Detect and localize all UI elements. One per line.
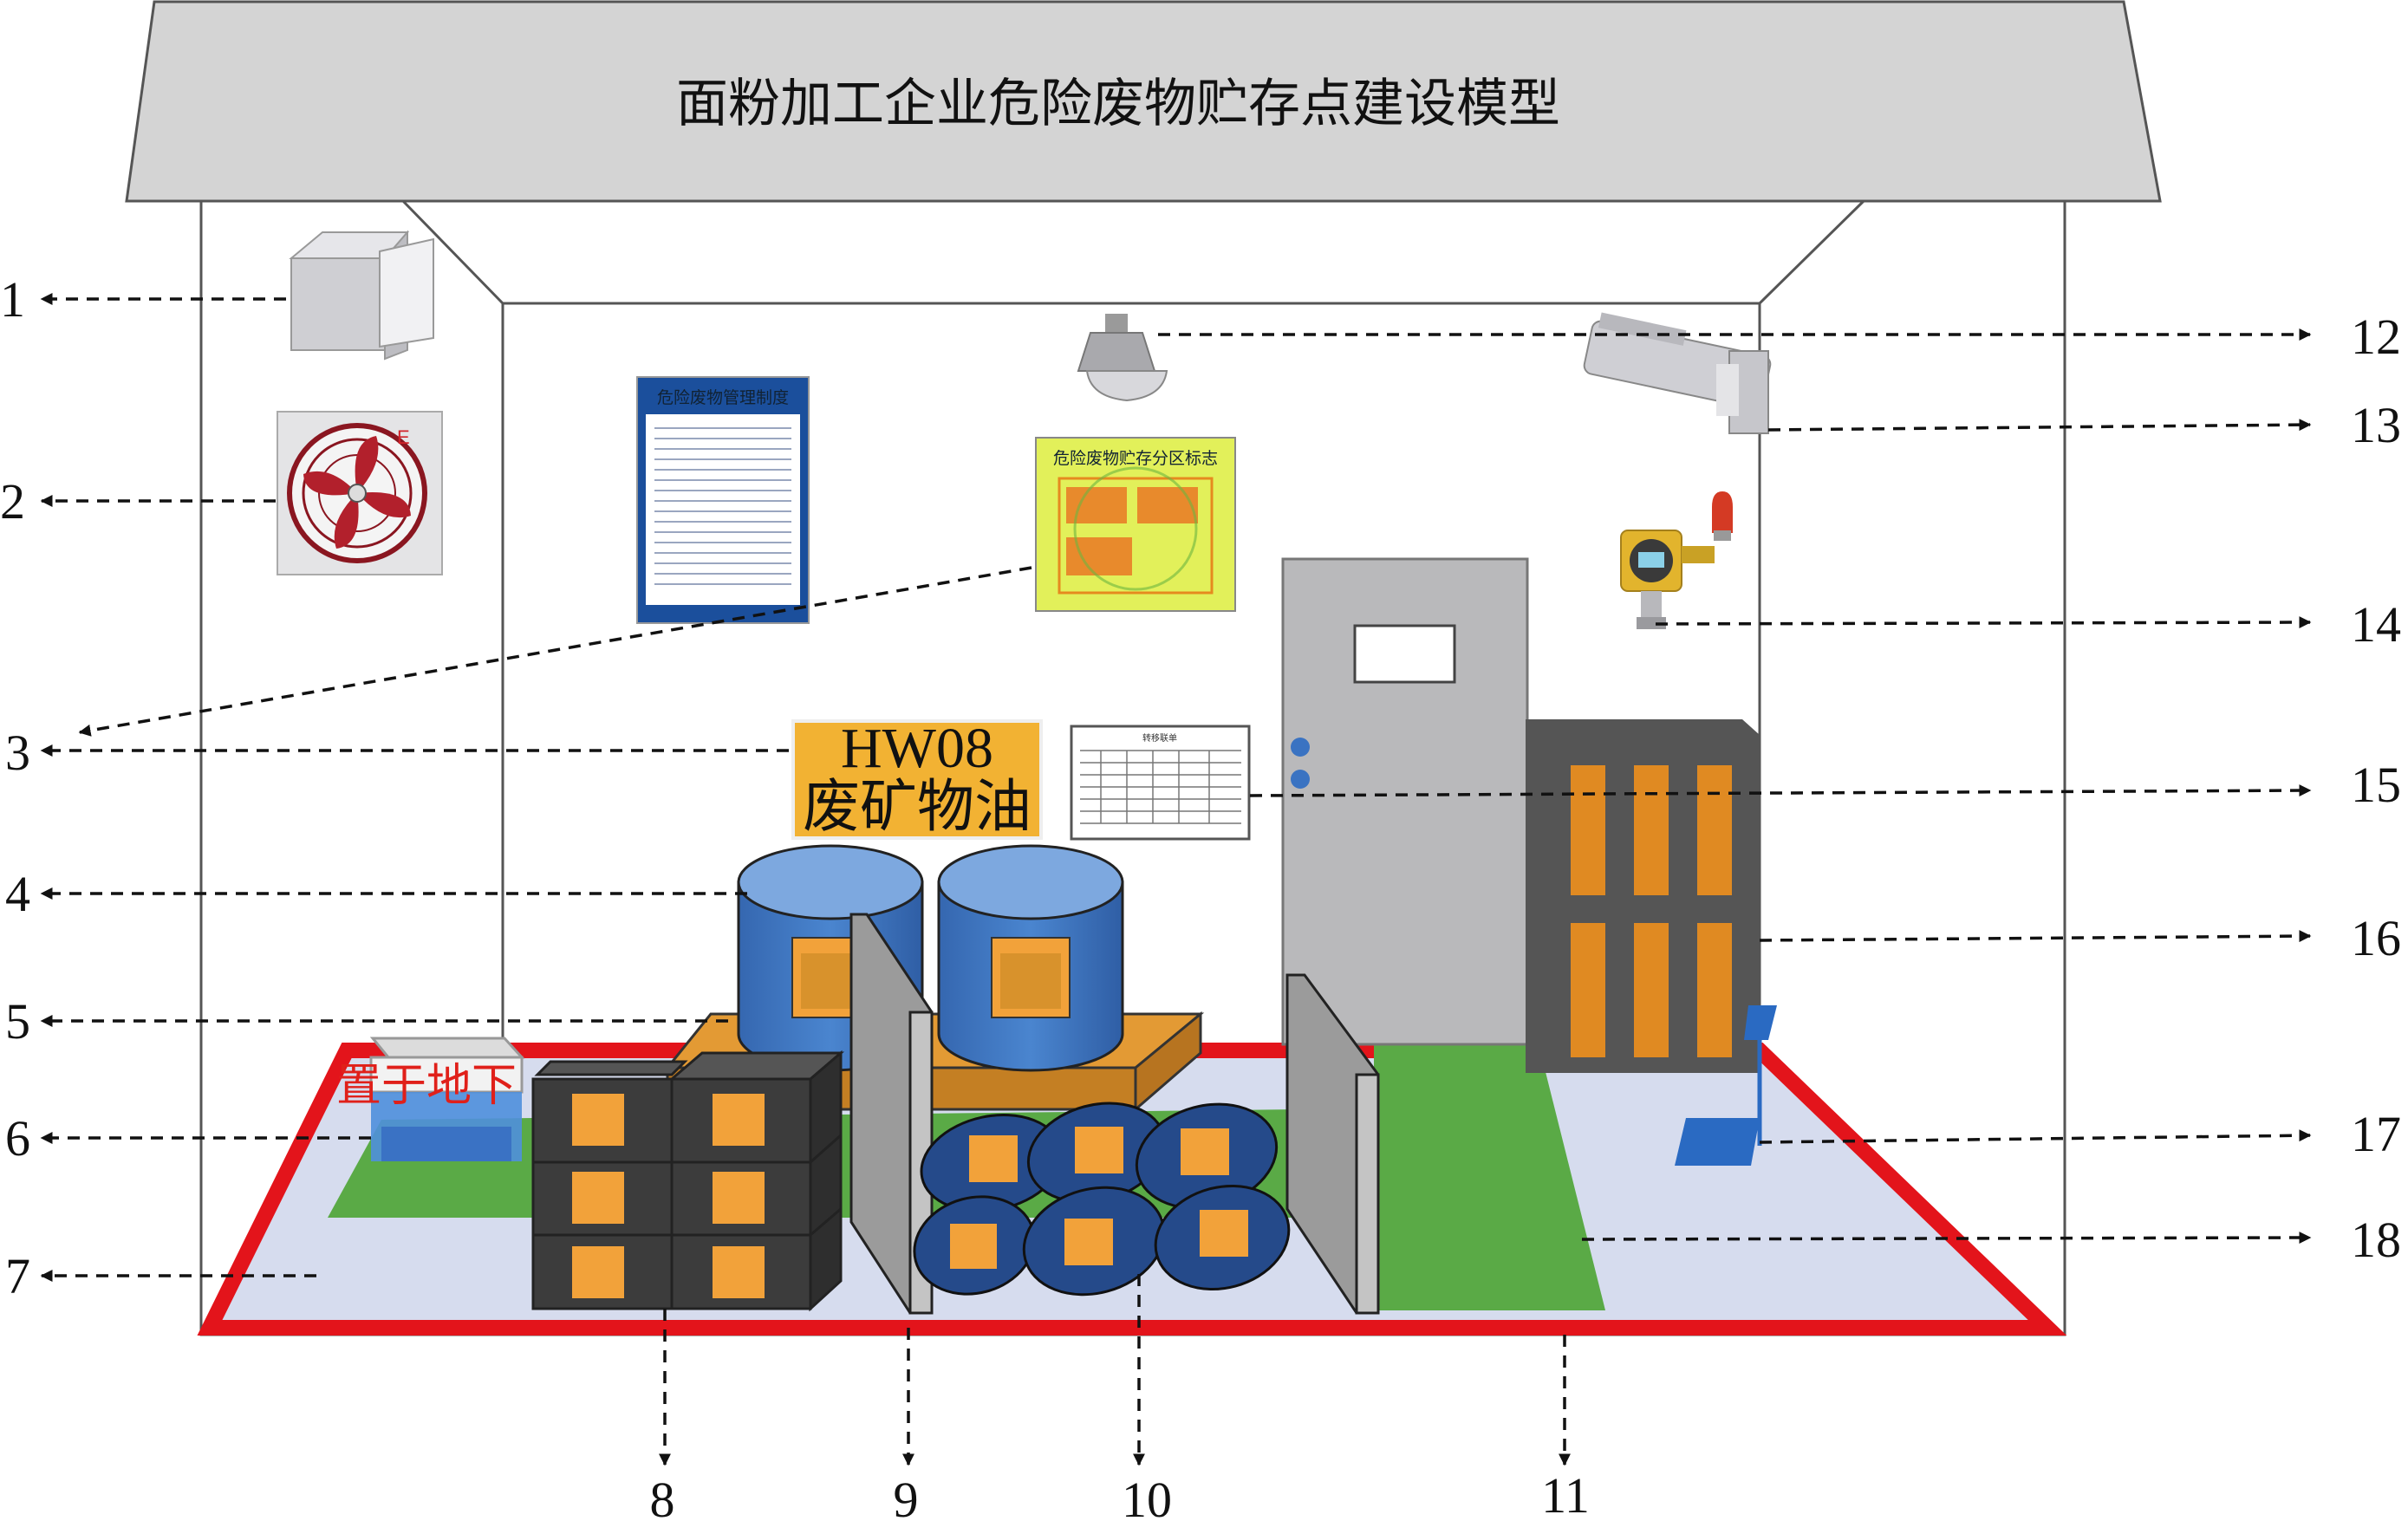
svg-text:E: E (397, 426, 410, 448)
leader-lines (40, 293, 2312, 1466)
storage-cabinet (1526, 719, 1760, 1073)
callout-4: 4 (5, 866, 30, 922)
callout-11: 11 (1541, 1467, 1590, 1521)
callout-16: 16 (2351, 910, 2401, 966)
surveillance-camera-icon (1583, 312, 1772, 434)
callout-14: 14 (2351, 596, 2401, 653)
partition-wall-right (1285, 973, 1380, 1315)
waste-box (531, 1160, 674, 1237)
underground-tank: 置于地下 (336, 1037, 525, 1161)
ceiling-edge-left (401, 199, 1865, 305)
diagram-title: 面粉加工企业危险废物贮存点建设模型 (676, 74, 1560, 134)
signage-stand-icon (1675, 1005, 1777, 1166)
waste-bag (920, 1113, 1064, 1213)
waste-bag (913, 1195, 1036, 1296)
green-zone-right (1374, 1044, 1605, 1310)
storage-door (1281, 557, 1529, 1046)
explosion-proof-lamp-icon (1077, 314, 1168, 402)
callout-numbers: 1 2 3 4 5 6 7 8 9 10 11 12 13 14 15 16 1… (0, 271, 2401, 1521)
ledger-board: 转移联单 (1070, 725, 1251, 841)
gas-detector-alarm-icon (1620, 491, 1733, 629)
callout-9: 9 (894, 1472, 919, 1521)
hw08-code: HW08 (841, 717, 993, 780)
callout-1: 1 (0, 271, 25, 328)
zoning-poster-title: 危险废物贮存分区标志 (1053, 449, 1218, 468)
waste-box (531, 1233, 674, 1310)
waste-box (670, 1132, 843, 1238)
callout-2: 2 (0, 473, 25, 530)
management-poster: 危险废物管理制度 (636, 376, 810, 624)
callout-3: 3 (5, 725, 30, 781)
ledger-board-title: 转移联单 (1142, 732, 1177, 744)
waste-bag (1026, 1102, 1167, 1204)
callout-7: 7 (5, 1248, 30, 1304)
waste-box-stack (531, 1050, 845, 1312)
hw08-name: 废矿物油 (803, 776, 1032, 839)
callout-8: 8 (650, 1472, 675, 1521)
waste-bag (1022, 1186, 1166, 1297)
management-poster-title: 危险废物管理制度 (657, 388, 789, 407)
ground-note: 置于地下 (336, 1060, 517, 1112)
waste-bag (1135, 1102, 1279, 1210)
callout-6: 6 (5, 1110, 30, 1167)
waste-box (531, 1060, 688, 1164)
explosion-proof-fan-icon: E (277, 411, 443, 575)
callout-18: 18 (2351, 1212, 2401, 1268)
waste-bag (1154, 1184, 1291, 1291)
waste-box (670, 1206, 843, 1312)
waste-box (667, 1050, 845, 1166)
callout-12: 12 (2351, 309, 2401, 365)
callout-13: 13 (2351, 397, 2401, 453)
waste-bags (913, 1102, 1291, 1297)
zoning-poster: 危险废物贮存分区标志 (1035, 437, 1236, 612)
callout-17: 17 (2351, 1106, 2401, 1162)
callout-5: 5 (5, 993, 30, 1050)
callout-15: 15 (2351, 757, 2401, 813)
oil-drum-2 (937, 844, 1124, 1072)
exhaust-vent-icon (289, 230, 434, 361)
hw08-sign: HW08 废矿物油 (791, 717, 1043, 840)
callout-10: 10 (1122, 1472, 1172, 1521)
roof (125, 0, 2162, 203)
